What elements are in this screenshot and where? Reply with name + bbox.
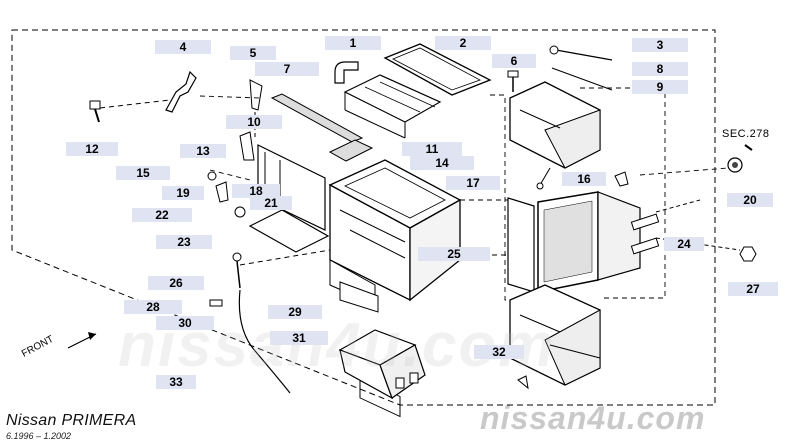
part-1-hose	[334, 61, 359, 84]
part-label-26: 26	[148, 276, 204, 290]
part-label-12: 12	[66, 142, 118, 156]
part-13-link	[239, 131, 255, 161]
part-8-rod	[551, 67, 613, 91]
part-29-lower-case	[329, 259, 379, 313]
part-25-gasket	[507, 197, 535, 293]
part-label-7: 7	[255, 62, 319, 76]
part-28-clip	[209, 299, 223, 307]
part-label-1: 1	[325, 36, 381, 50]
part-9-cover	[509, 81, 601, 190]
part-5-link	[249, 79, 263, 111]
part-6-bolt	[507, 70, 519, 92]
part-20-grommet	[727, 157, 743, 173]
part-label-32: 32	[474, 345, 524, 359]
part-3-rod	[555, 49, 613, 61]
part-19-link	[215, 181, 229, 203]
date-range: 6.1996 – 1.2002	[6, 431, 72, 441]
part-label-10: 10	[226, 115, 282, 129]
part-7-seal	[270, 93, 364, 143]
part-15-clip	[207, 171, 217, 181]
part-2-frame	[383, 43, 492, 96]
part-label-31: 31	[270, 331, 328, 345]
vehicle-model: Nissan PRIMERA	[6, 412, 137, 429]
part-label-15: 15	[116, 166, 170, 180]
part-label-4: 4	[155, 40, 211, 54]
diagram-frame	[11, 29, 716, 406]
part-label-2: 2	[435, 36, 491, 50]
part-label-25: 25	[418, 247, 490, 261]
part-27-nut	[739, 246, 757, 262]
part-label-21: 21	[250, 196, 292, 210]
part-label-22: 22	[132, 208, 192, 222]
part-11-filter	[343, 74, 442, 123]
section-reference: SEC.278	[722, 128, 770, 140]
part-label-28: 28	[124, 300, 182, 314]
part-30-cable	[238, 289, 291, 394]
part-label-16: 16	[562, 172, 606, 186]
part-31-duct	[338, 329, 426, 400]
part-4-bracket	[165, 70, 197, 113]
part-label-27: 27	[728, 282, 778, 296]
part-32-screw	[517, 375, 529, 390]
part-22-clip	[234, 206, 246, 218]
part-10-seal	[328, 139, 374, 162]
part-label-17: 17	[446, 176, 500, 190]
part-label-24: 24	[664, 237, 704, 251]
part-label-5: 5	[230, 46, 276, 60]
part-label-30: 30	[156, 316, 214, 330]
part-23-plate	[248, 209, 330, 253]
part-24-pipes	[630, 213, 660, 255]
part-label-29: 29	[268, 305, 322, 319]
part-label-33: 33	[156, 375, 196, 389]
part-17-heater-core	[537, 191, 641, 293]
part-label-6: 6	[492, 54, 536, 68]
part-16-clip	[614, 171, 629, 187]
part-label-9: 9	[632, 80, 688, 94]
part-label-20: 20	[727, 193, 773, 207]
part-label-13: 13	[180, 144, 226, 158]
part-label-3: 3	[632, 38, 688, 52]
part-label-19: 19	[162, 186, 204, 200]
watermark-small: nissan4u.com	[480, 400, 706, 436]
part-label-11: 11	[402, 142, 462, 156]
part-26-cable-end	[232, 252, 242, 289]
part-12-screw	[89, 100, 101, 123]
part-32-case	[509, 284, 601, 386]
part-label-14: 14	[410, 156, 474, 170]
front-arrow-icon	[67, 332, 97, 349]
part-label-18: 18	[232, 184, 280, 198]
part-label-8: 8	[632, 62, 688, 76]
part-label-23: 23	[156, 235, 212, 249]
